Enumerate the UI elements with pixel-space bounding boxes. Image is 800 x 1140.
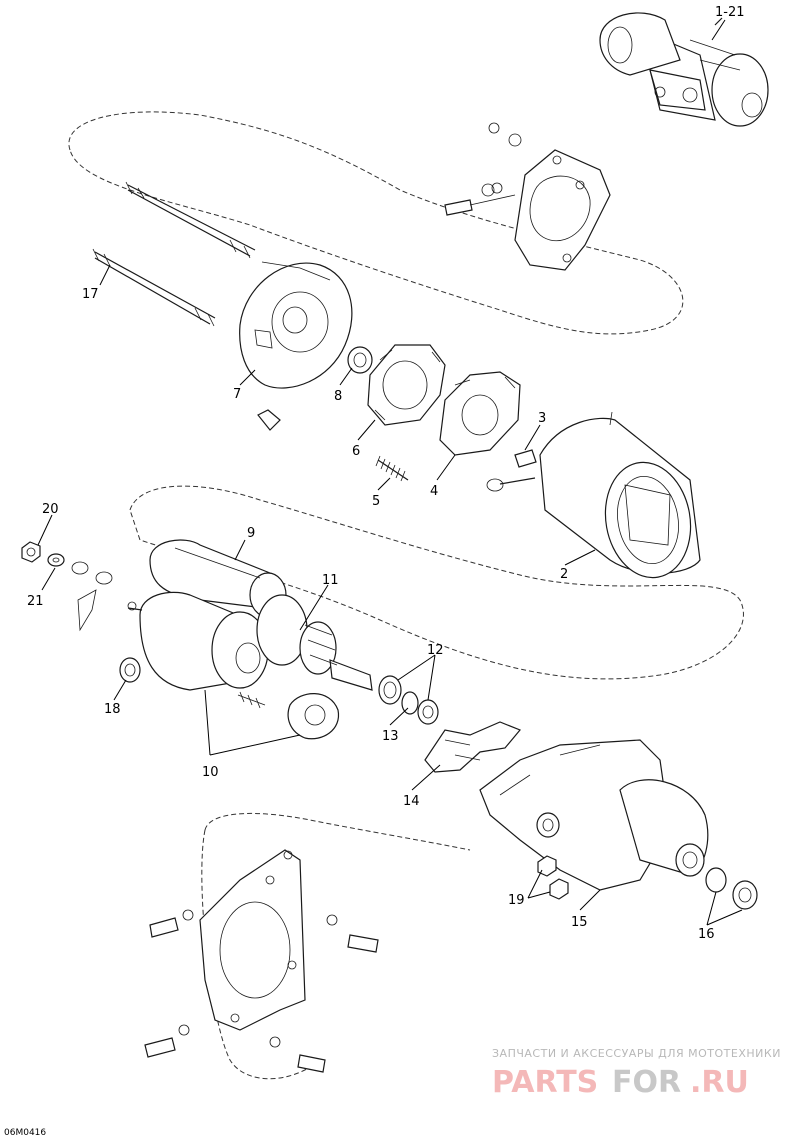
spring [375, 455, 409, 482]
callout-7: 7 [233, 387, 241, 402]
callout-18: 18 [104, 702, 121, 717]
shift-lever [424, 721, 521, 773]
figure-code: 06M0416 [4, 1128, 46, 1138]
callout-11: 11 [322, 573, 339, 588]
callout-17: 17 [82, 287, 99, 302]
bushing [347, 346, 373, 374]
nut-washers [21, 541, 113, 632]
callout-9: 9 [247, 526, 255, 541]
callout-3: 3 [538, 411, 546, 426]
solenoid [127, 591, 340, 740]
flange-gasket-upper [444, 122, 611, 271]
watermark-brand-for: FOR [612, 1065, 681, 1100]
brush [486, 449, 537, 492]
callout-16: 16 [698, 927, 715, 942]
callout-13: 13 [382, 729, 399, 744]
callout-15: 15 [571, 915, 588, 930]
starter-assembly [599, 12, 769, 127]
callout-20: 20 [42, 502, 59, 517]
callout-8: 8 [334, 389, 342, 404]
leader-lines [37, 19, 743, 926]
watermark-tagline: ЗАПЧАСТИ И АКСЕССУАРЫ ДЛЯ МОТОТЕХНИКИ [492, 1047, 781, 1060]
callout-2: 2 [560, 567, 568, 582]
bushings-16 [705, 867, 758, 910]
group-outline-upper [68, 111, 684, 335]
callout-5: 5 [372, 494, 380, 509]
washers-12-13 [378, 675, 439, 725]
seal [119, 657, 141, 683]
through-bolts [92, 181, 256, 327]
group-outline-middle [129, 485, 744, 680]
brush-plate [367, 344, 446, 426]
watermark-brand-parts: PARTS [492, 1065, 598, 1100]
group-outline-lower [201, 812, 471, 1080]
watermark-brand-ru: .RU [690, 1065, 749, 1100]
mounting-plate-lower [144, 849, 379, 1073]
callout-6: 6 [352, 444, 360, 459]
pinion-drive [256, 594, 373, 691]
brush-holder [439, 371, 521, 456]
callout-21: 21 [27, 594, 44, 609]
callout-4: 4 [430, 484, 438, 499]
callout-10: 10 [202, 765, 219, 780]
motor-housing [539, 411, 701, 579]
callout-1-21: 1-21 [715, 5, 745, 20]
drive-housing [479, 739, 709, 891]
callout-12: 12 [427, 643, 444, 658]
callout-19: 19 [508, 893, 525, 908]
end-cover [239, 261, 353, 431]
nuts-19 [537, 855, 569, 900]
callout-14: 14 [403, 794, 420, 809]
